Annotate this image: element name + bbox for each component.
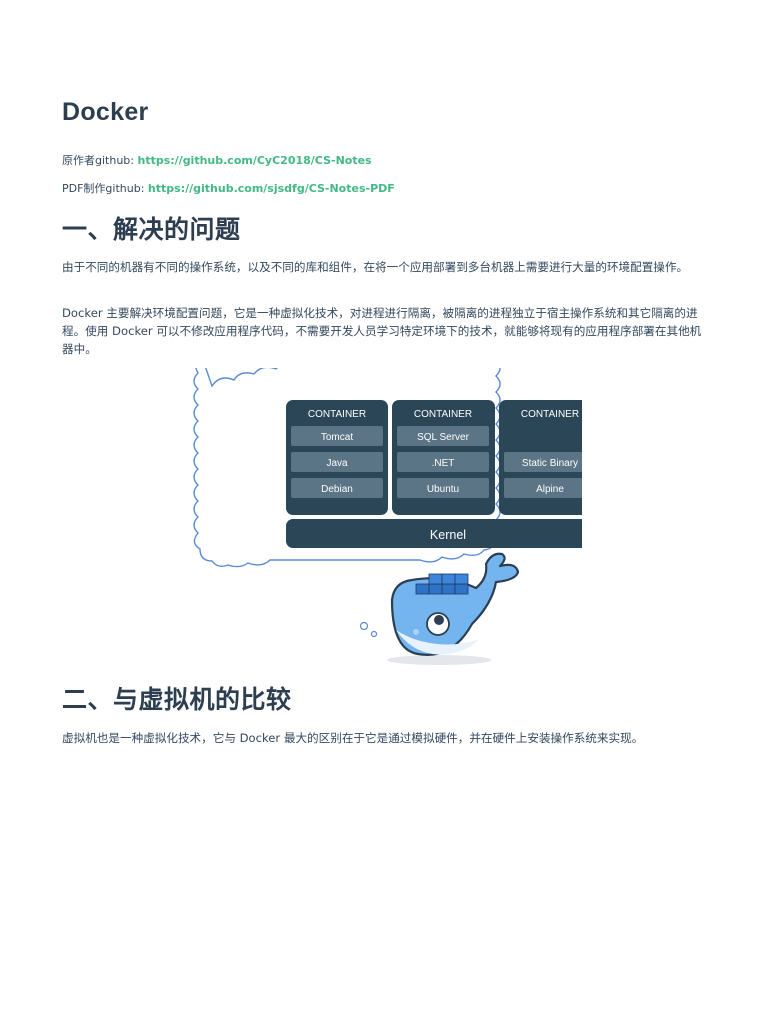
- container-item-box: [397, 478, 489, 498]
- paragraph-3: 虚拟机也是一种虚拟化技术，它与 Docker 最大的区别在于它是通过模拟硬件，并…: [62, 731, 644, 745]
- section-heading-1: 一、解决的问题: [62, 215, 241, 244]
- container-item-box: [291, 478, 383, 498]
- thought-bubble-dot: [359, 621, 369, 631]
- container-item-box: [397, 426, 489, 446]
- kernel-box: [286, 519, 605, 548]
- source-link-author[interactable]: https://github.com/CyC2018/CS-Notes: [137, 154, 372, 167]
- container-item-box: [291, 426, 383, 446]
- diagram-svg: CONTAINER Tomcat Java Debian CONTAINER S…: [193, 336, 605, 665]
- container-item-java: Java: [326, 458, 348, 469]
- container-label: CONTAINER: [308, 409, 366, 420]
- container-item-box: [397, 452, 489, 472]
- paragraph-2: Docker 主要解决环境配置问题，它是一种虚拟化技术，对进程进行隔离，被隔离的…: [62, 306, 702, 356]
- container-label: CONTAINER: [521, 409, 579, 420]
- source-link-pdf[interactable]: https://github.com/sjsdfg/CS-Notes-PDF: [147, 182, 395, 195]
- container-item-ubuntu: Ubuntu: [427, 484, 459, 495]
- container-item-box: [291, 452, 383, 472]
- container-item-static-binary: Static Binary: [522, 458, 578, 469]
- source-label: PDF制作github:: [62, 182, 148, 195]
- container-item-dotnet: .NET: [432, 458, 455, 469]
- thought-bubble-dot: [370, 630, 378, 638]
- container-label: CONTAINER: [414, 409, 472, 420]
- container-item-box: [504, 452, 596, 472]
- docker-architecture-diagram: CONTAINER Tomcat Java Debian CONTAINER S…: [192, 336, 605, 668]
- container-item-tomcat: Tomcat: [321, 432, 353, 443]
- source-line-author: 原作者github: https://github.com/CyC2018/CS…: [62, 152, 372, 168]
- container-item-sql-server: SQL Server: [417, 432, 470, 443]
- kernel-label: Kernel: [430, 528, 466, 542]
- source-line-pdf: PDF制作github: https://github.com/sjsdfg/C…: [62, 180, 395, 196]
- container-item-debian: Debian: [321, 484, 353, 495]
- docker-whale-icon: [387, 552, 520, 665]
- container-item-box: [504, 478, 596, 498]
- section-heading-2: 二、与虚拟机的比较: [62, 685, 292, 714]
- page-title: Docker: [62, 98, 149, 126]
- paragraph-1: 由于不同的机器有不同的操作系统，以及不同的库和组件，在将一个应用部署到多台机器上…: [62, 260, 689, 274]
- container-item-alpine: Alpine: [536, 484, 564, 495]
- source-label: 原作者github:: [62, 154, 138, 167]
